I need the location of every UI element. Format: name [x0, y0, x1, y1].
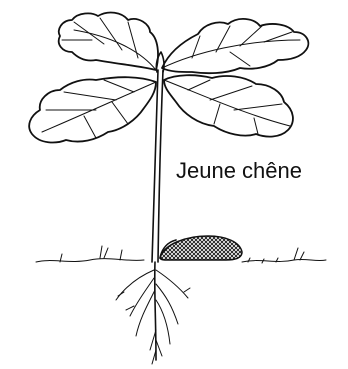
leaf-upper-right: [162, 19, 308, 73]
leaf-lower-left: [29, 77, 156, 142]
acorn: [160, 236, 242, 260]
caption-label: Jeune chêne: [176, 160, 302, 182]
leaf-upper-left: [59, 13, 158, 70]
seedling-stem: [152, 70, 163, 262]
roots: [116, 262, 190, 364]
leaf-lower-right: [164, 75, 293, 136]
